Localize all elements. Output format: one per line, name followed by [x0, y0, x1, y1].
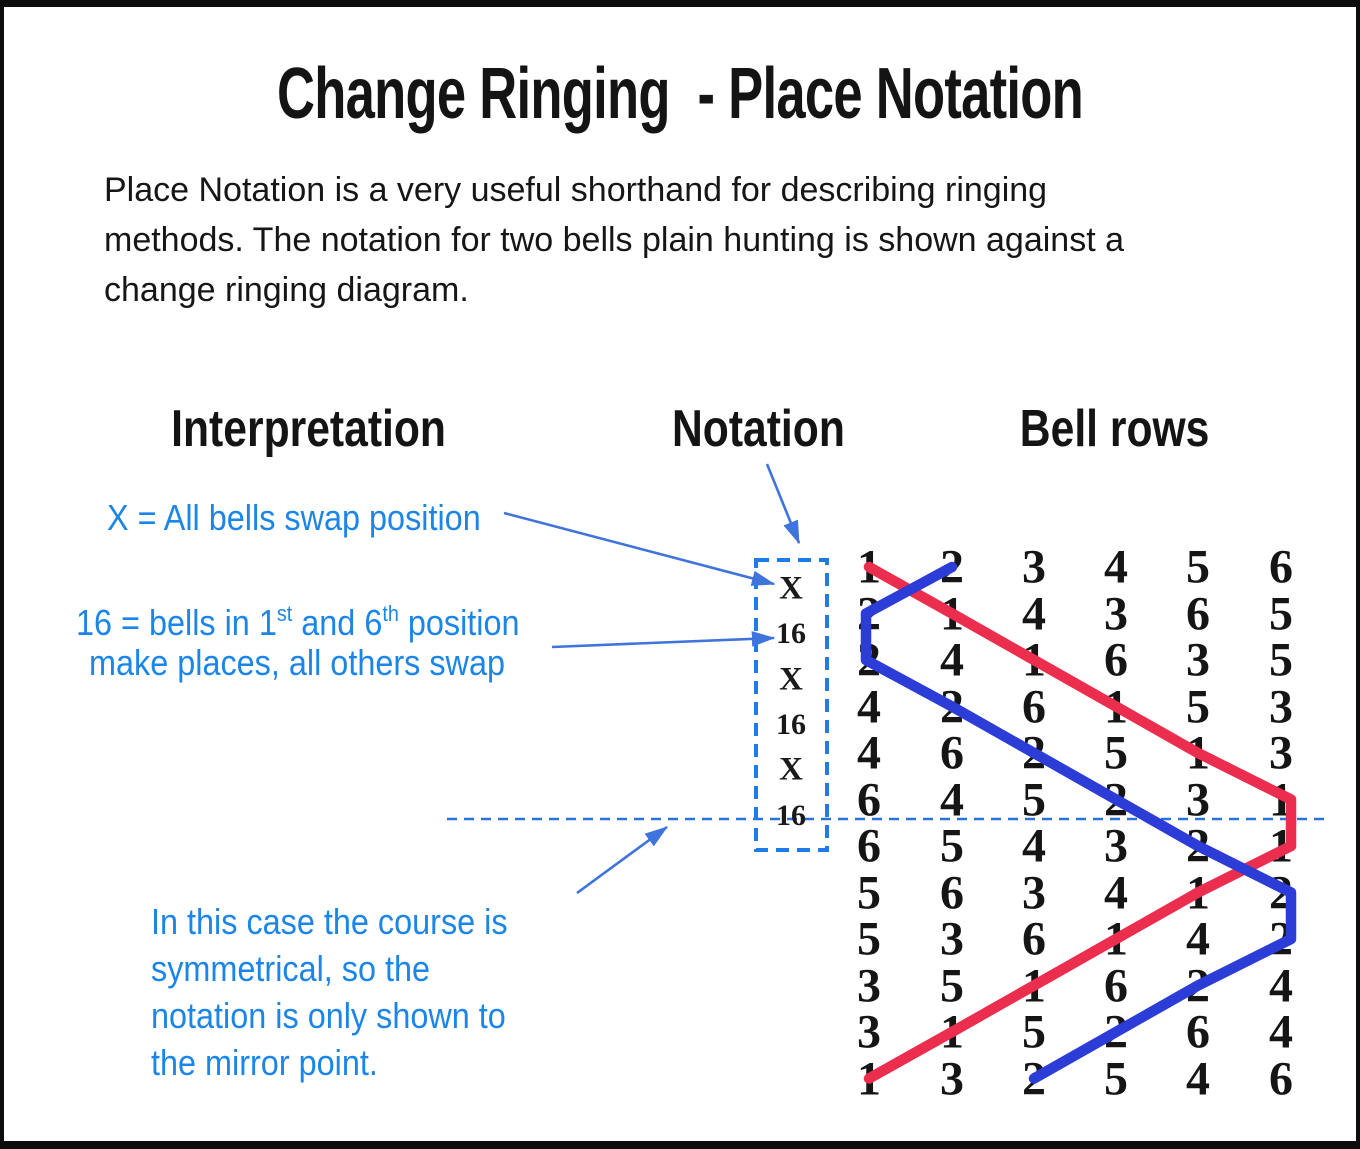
notation-symbol: 16: [776, 617, 806, 651]
annotation-places-line1: 16 = bells in 1st and 6th position: [76, 601, 520, 643]
notation-symbol: 16: [776, 798, 806, 832]
column-header-bell-rows: Bell rows: [1020, 400, 1210, 458]
notation-symbol: 16: [776, 707, 806, 741]
annotation-mirror-note: In this case the course is symmetrical, …: [151, 901, 508, 1083]
annotation-swap: X = All bells swap position: [107, 497, 481, 538]
arrow-swap-to-x: [503, 511, 776, 586]
bell-digit: 3: [940, 1052, 964, 1105]
superscript-th: th: [382, 601, 399, 626]
bell-digit: 5: [1104, 1052, 1128, 1105]
superscript-st: st: [276, 601, 293, 626]
arrow-places-to-16: [551, 631, 776, 649]
intro-line: methods. The notation for two bells plai…: [104, 221, 1124, 259]
bell-digit: 4: [1186, 1052, 1210, 1105]
arrow-notation-to-box: [765, 463, 801, 545]
intro-line: change ringing diagram.: [104, 271, 469, 309]
bell-digit: 6: [1269, 1052, 1293, 1105]
column-header-interpretation: Interpretation: [171, 400, 447, 458]
notation-symbol: X: [779, 751, 803, 788]
notation-symbol: X: [779, 661, 803, 698]
bell-digit: 1: [857, 1052, 881, 1105]
trace-bell-1: [863, 561, 1297, 1084]
notation-symbol: X: [779, 570, 803, 607]
column-header-notation: Notation: [671, 400, 845, 458]
intro-paragraph: Place Notation is a very useful shorthan…: [104, 165, 1284, 315]
page-title-text: Change Ringing - Place Notation: [277, 54, 1084, 134]
bell-trace-lines: [860, 561, 1297, 1084]
arrow-note-to-mirror-line: [576, 825, 669, 895]
trace-bell-2: [860, 561, 1297, 1084]
intro-line: Place Notation is a very useful shorthan…: [104, 171, 1048, 209]
bell-digit: 2: [1022, 1052, 1046, 1105]
page-title: Change Ringing - Place Notation: [4, 53, 1356, 135]
annotation-places-line2: make places, all others swap: [89, 642, 505, 683]
